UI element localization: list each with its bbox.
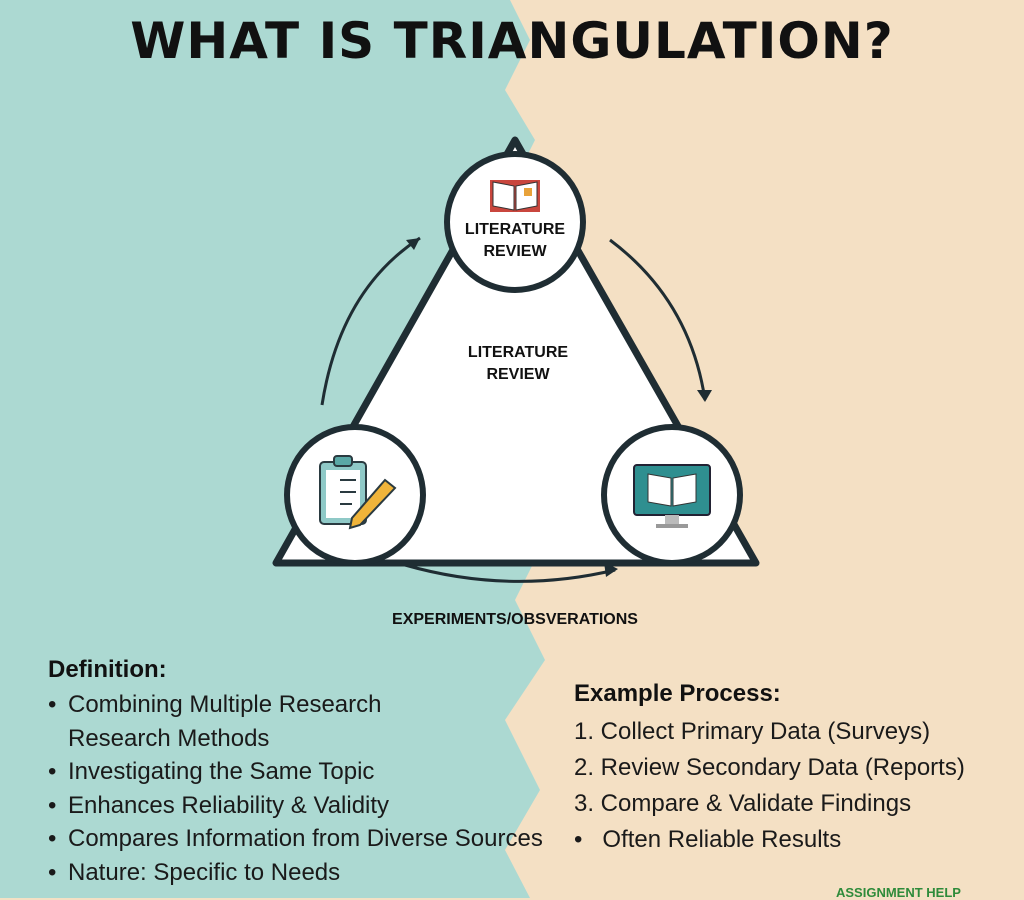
list-item: • Often Reliable Results bbox=[574, 826, 842, 853]
list-item: •Compares Information from Diverse Sourc… bbox=[48, 825, 543, 852]
example-section: Example Process: 1. Collect Primary Data… bbox=[574, 680, 965, 858]
list-item: 2. Review Secondary Data (Reports) bbox=[574, 754, 965, 781]
bottom-label: EXPERIMENTS/OBSVERATIONS bbox=[392, 611, 638, 628]
arrow-top-to-right bbox=[609, 238, 707, 401]
arrow-left-to-top bbox=[320, 236, 421, 406]
list-item: •Investigating the Same Topic bbox=[48, 758, 375, 785]
example-title: Example Process: bbox=[574, 680, 781, 707]
cycle-arrows bbox=[320, 236, 707, 583]
logo: ASSIGNMENT HELP bbox=[836, 885, 961, 900]
list-item: 1. Collect Primary Data (Surveys) bbox=[574, 718, 931, 745]
open-book-icon bbox=[490, 180, 540, 212]
definition-title: Definition: bbox=[48, 656, 167, 683]
monitor-book-icon bbox=[633, 464, 711, 528]
clipboard-pencil-icon bbox=[319, 455, 397, 530]
list-item: •Enhances Reliability & Validity bbox=[48, 791, 390, 819]
arrow-left-to-right bbox=[404, 563, 616, 583]
center-label: LITERATURE REVIEW bbox=[467, 344, 569, 383]
node-top bbox=[444, 151, 586, 293]
page-title: WHAT IS TRIANGULATION? bbox=[130, 12, 894, 70]
definition-section: Definition: •Combining Multiple Research… bbox=[48, 656, 543, 889]
top-node-label: LITERATURE REVIEW bbox=[464, 221, 566, 260]
list-item: •Combining Multiple Research bbox=[48, 691, 382, 718]
list-item: 3. Compare & Validate Findings bbox=[574, 790, 912, 817]
list-item: Research Methods bbox=[68, 724, 270, 752]
list-item: •Nature: Specific to Needs bbox=[48, 858, 341, 886]
